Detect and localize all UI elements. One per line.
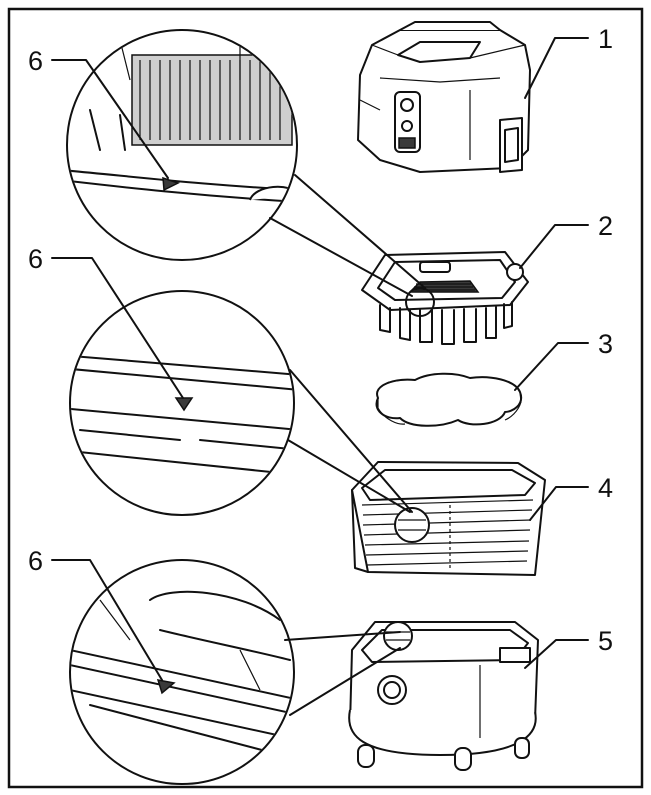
leader-lines bbox=[51, 37, 589, 681]
motor-head-icon bbox=[357, 21, 531, 173]
triangle-marker-icon bbox=[156, 679, 176, 695]
callout-label-6-top: 6 bbox=[28, 46, 43, 76]
diagram-border bbox=[7, 7, 644, 789]
filter-cage-icon bbox=[361, 251, 529, 345]
foam-filter-icon bbox=[375, 372, 523, 427]
callout-label-2: 2 bbox=[598, 211, 613, 241]
filter-bag-icon bbox=[351, 461, 546, 576]
callout-label-5: 5 bbox=[598, 626, 613, 656]
callout-label-3: 3 bbox=[598, 329, 613, 359]
dust-tank-icon bbox=[348, 621, 539, 771]
callout-label-1: 1 bbox=[598, 24, 613, 54]
callout-label-4: 4 bbox=[598, 473, 613, 503]
detail-circle-filter-bag bbox=[69, 290, 413, 516]
callout-label-6-middle: 6 bbox=[28, 244, 43, 274]
detail-circle-filter-cage bbox=[66, 29, 426, 297]
callout-label-6-bottom: 6 bbox=[28, 546, 43, 576]
triangle-marker-icon bbox=[162, 176, 180, 192]
